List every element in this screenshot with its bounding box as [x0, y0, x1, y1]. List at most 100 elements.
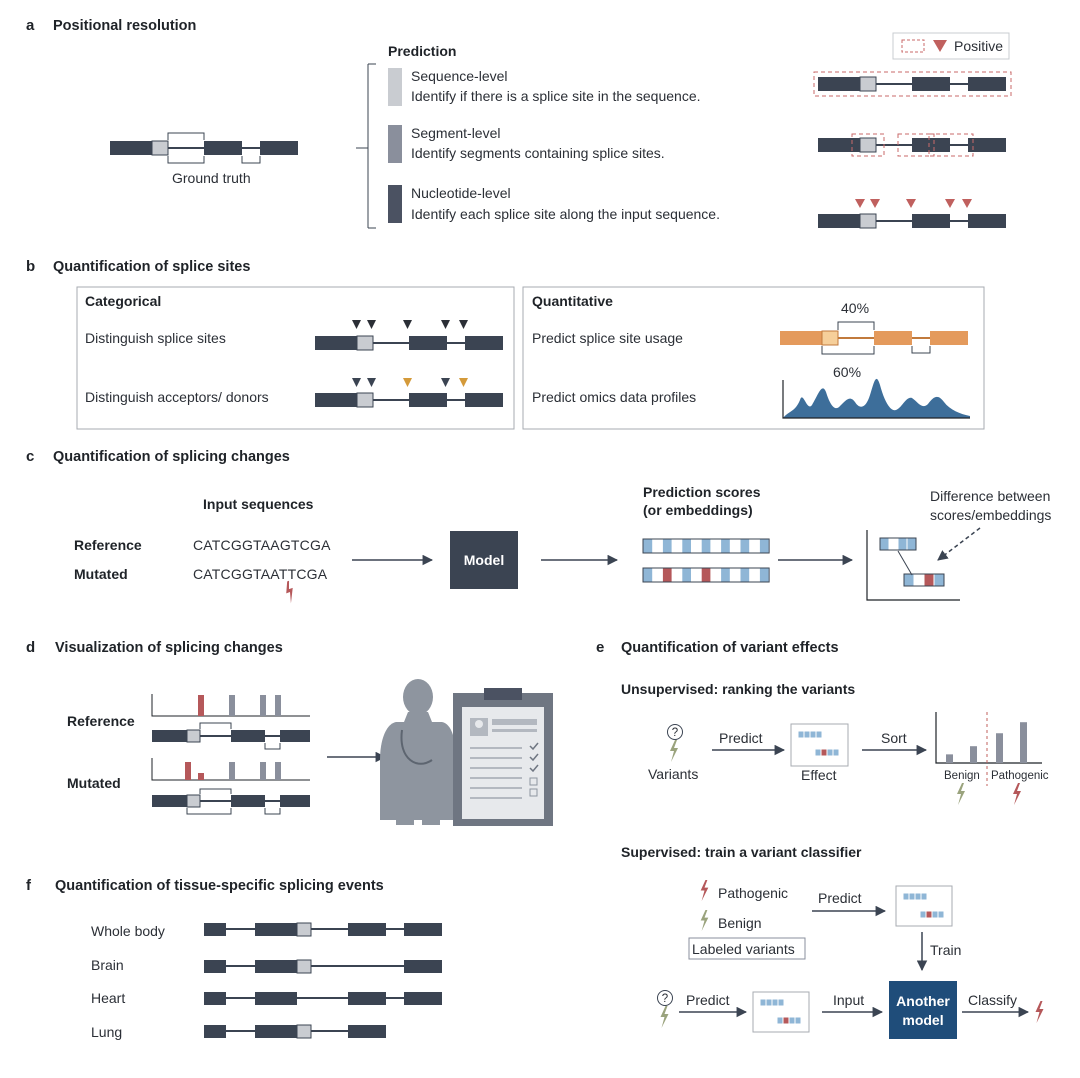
ranking-bar — [970, 746, 977, 763]
categorical-title: Categorical — [85, 293, 161, 309]
in-b-cell — [777, 1017, 783, 1024]
sup-a-cell — [903, 893, 909, 900]
train-label: Train — [930, 942, 961, 958]
labeled-variants-box — [688, 937, 806, 960]
effect-b-cell — [833, 749, 839, 756]
reference-score-cell — [721, 539, 730, 553]
difference-ref-cells — [879, 537, 917, 551]
c-reference-label: Reference — [74, 537, 142, 553]
sup-b-cell — [932, 911, 938, 918]
in-b-cell — [783, 1017, 789, 1024]
sequence-level-gene — [813, 71, 1012, 97]
question-mark-glyph: ? — [672, 727, 678, 739]
in-a-cell — [772, 999, 778, 1006]
d-reference-label: Reference — [67, 713, 135, 729]
nucleotide-level-name: Nucleotide-level — [411, 185, 511, 201]
segment-level-name: Segment-level — [411, 125, 501, 141]
usage-pct-top: 40% — [841, 300, 869, 316]
difference-axes — [866, 530, 960, 601]
variants-label: Variants — [648, 766, 698, 782]
sup-effect-cells-b — [920, 911, 944, 918]
diff-ref-cell — [898, 538, 907, 550]
mutation-bolt-icon — [282, 580, 298, 604]
sequence-level-desc: Identify if there is a splice site in th… — [411, 88, 701, 104]
sup-b-cell — [926, 911, 932, 918]
nucleotide-level-swatch — [388, 185, 402, 223]
categorical-gene-1 — [315, 320, 503, 351]
usage-gene — [780, 321, 968, 355]
sup-effect-box — [895, 885, 953, 927]
benign-item-icon — [700, 910, 709, 931]
sup-predict-label: Predict — [818, 890, 862, 906]
difference-mut-cells — [903, 573, 945, 587]
reference-score-cell — [740, 539, 750, 553]
ranking-bar — [946, 754, 953, 763]
prediction-bracket — [356, 63, 376, 229]
panel-c-letter: c — [26, 448, 34, 465]
quantitative-row-1: Predict splice site usage — [532, 330, 683, 346]
segment-level-desc: Identify segments containing splice site… — [411, 145, 665, 161]
segment-level-swatch — [388, 125, 402, 163]
tissue-lung-gene — [204, 1024, 386, 1039]
reference-score-cell — [643, 539, 653, 553]
positive-legend: Positive — [892, 32, 1010, 60]
sup-a-cell — [921, 893, 927, 900]
ranking-bar — [1020, 722, 1027, 763]
effect-cells-a — [798, 731, 822, 738]
input-effect-cells-b — [777, 1017, 801, 1024]
mutated-seq-suffix: TCGA — [288, 566, 328, 582]
pathogenic-item-icon — [700, 880, 709, 901]
sup-effect-cells-a — [903, 893, 927, 900]
sup-b-cell — [938, 911, 944, 918]
categorical-row-1: Distinguish splice sites — [85, 330, 226, 346]
effect-a-cell — [810, 731, 816, 738]
model-label: Model — [464, 552, 504, 568]
segment-level-gene — [818, 133, 1006, 157]
positive-site-markers — [855, 199, 972, 208]
prediction-header: Prediction — [388, 43, 456, 59]
effect-b-cell — [827, 749, 833, 756]
in-b-cell — [795, 1017, 801, 1024]
diff-mut-cell — [934, 574, 944, 586]
tissue-brain-gene — [204, 959, 442, 974]
predict2-label: Predict — [686, 992, 730, 1008]
tissue-heart-gene — [204, 992, 442, 1005]
input-label: Input — [833, 992, 864, 1008]
ground-truth-gene — [110, 132, 298, 164]
reference-score-cell — [662, 539, 672, 553]
panel-c: c Quantification of splicing changes Inp… — [26, 448, 1051, 604]
model-box — [450, 531, 518, 589]
d-mutated-track — [151, 758, 310, 815]
reference-score-cell — [759, 539, 769, 553]
omics-profile — [782, 378, 970, 419]
tissue-whole-body-label: Whole body — [91, 923, 165, 939]
scores-header-2: (or embeddings) — [643, 502, 753, 518]
usage-pct-bottom: 60% — [833, 364, 861, 380]
difference-label-2: scores/embeddings — [930, 507, 1051, 523]
legend-positive-label: Positive — [954, 38, 1003, 54]
diff-ref-cell — [880, 538, 889, 550]
difference-label-1: Difference between — [930, 488, 1050, 504]
mutated-score-cell — [662, 568, 672, 582]
panel-d: d Visualization of splicing changes Refe… — [26, 639, 553, 826]
benign-bolt-icon — [957, 783, 965, 805]
panel-a-title: Positional resolution — [53, 18, 196, 34]
panel-d-title: Visualization of splicing changes — [55, 640, 283, 656]
input-effect-box — [752, 991, 810, 1033]
effect-a-cell — [798, 731, 804, 738]
sup-b-cell — [920, 911, 926, 918]
unsup-predict-label: Predict — [719, 730, 763, 746]
input-sequences-header: Input sequences — [203, 496, 314, 512]
effect-b-cell — [815, 749, 821, 756]
mutated-score-cell — [701, 568, 711, 582]
another-model-label-1: Another — [896, 993, 950, 1009]
sup-a-cell — [909, 893, 915, 900]
diff-mut-cell — [924, 574, 934, 586]
in-a-cell — [760, 999, 766, 1006]
panel-f-letter: f — [26, 877, 32, 894]
variant-bolt-icon-2 — [660, 1006, 669, 1028]
mutated-sequence: CATCGGTAATTCGA — [193, 566, 328, 582]
scores-header-1: Prediction scores — [643, 484, 761, 500]
diff-ref-cell — [907, 538, 916, 550]
pathogenic-label: Pathogenic — [991, 770, 1049, 782]
